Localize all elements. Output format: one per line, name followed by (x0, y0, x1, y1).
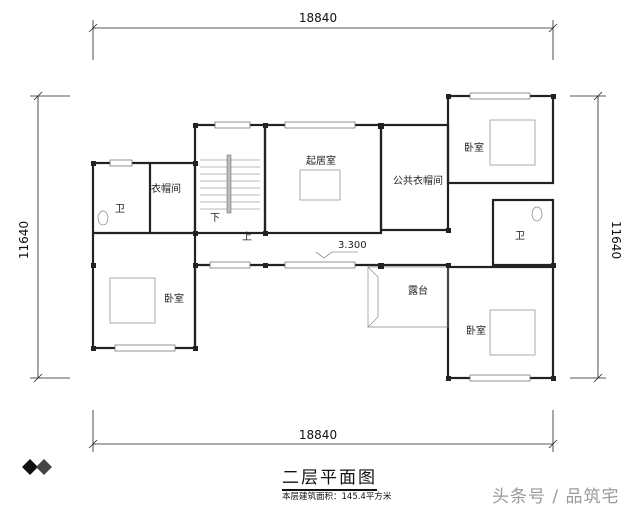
dimension-right (570, 91, 606, 383)
room-closet-w: 衣帽间 (151, 182, 181, 195)
windows (109, 92, 531, 382)
dimension-bottom-label: 18840 (299, 428, 337, 442)
stair-up-label: 上 (242, 231, 252, 243)
dimension-bottom (88, 410, 558, 452)
room-bedroom-se: 卧室 (466, 324, 486, 337)
room-living: 起居室 (306, 154, 336, 167)
watermark: 头条号 / 品筑宅 (492, 487, 620, 507)
stair-down-label: 下 (210, 213, 220, 224)
room-bedroom-ne: 卧室 (464, 141, 484, 154)
room-terrace: 露台 (408, 284, 428, 297)
staircase (200, 154, 260, 214)
elevation-marker-icon (315, 251, 358, 259)
dimension-left-label: 11640 (17, 221, 31, 259)
room-bath-w: 卫 (115, 204, 125, 215)
elevation-label: 3.300 (338, 240, 367, 251)
plan-title: 二层平面图 (282, 463, 377, 491)
brand-logo-icon (22, 459, 52, 475)
room-bath-e: 卫 (515, 231, 525, 242)
dimension-top (88, 20, 558, 60)
dimension-left (30, 91, 70, 383)
plan-area: 本层建筑面积：145.4平方米 (282, 492, 392, 502)
room-bedroom-w: 卧室 (164, 292, 184, 305)
columns (91, 94, 556, 381)
furniture (97, 119, 543, 356)
dimension-top-label: 18840 (299, 11, 337, 25)
dimension-right-label: 11640 (609, 221, 623, 259)
room-public-closet: 公共衣帽间 (393, 174, 443, 187)
